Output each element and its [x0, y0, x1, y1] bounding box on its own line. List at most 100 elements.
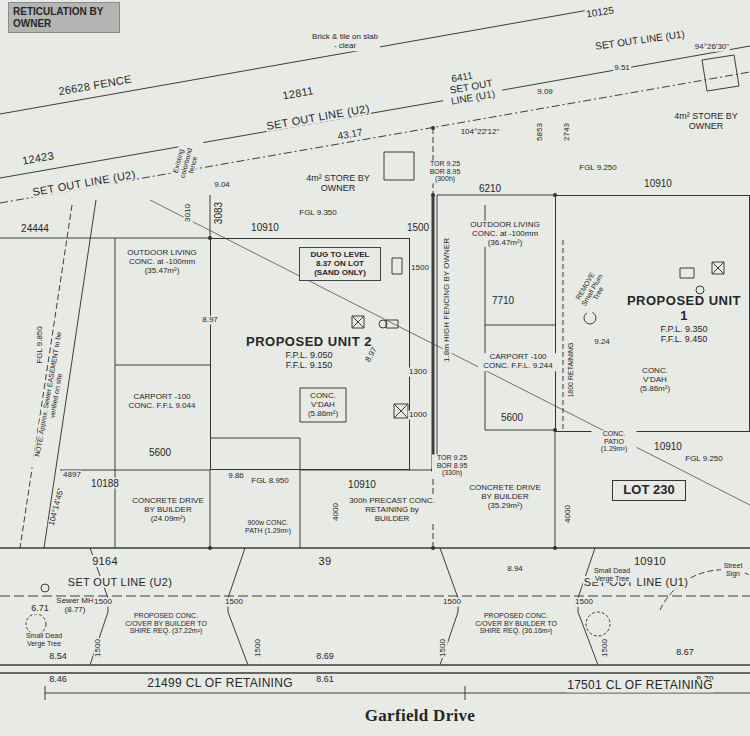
plan-annotation: 3010 — [184, 203, 193, 223]
plan-annotation: FGL 9.850 — [36, 325, 45, 365]
plan-annotation: 10910 — [250, 222, 280, 233]
verge-tree — [586, 612, 610, 636]
plan-annotation: 94°26'30" — [694, 43, 730, 52]
plan-annotation: Sewer MH (8.77) — [55, 597, 95, 615]
plan-annotation: Street Sign — [721, 562, 745, 577]
plan-annotation: SET OUT LINE (U2) — [31, 168, 138, 198]
plan-annotation: 1800 RETAINING — [567, 341, 575, 398]
plan-annotation: FGL 9.250 — [578, 164, 618, 173]
store-outline — [384, 152, 414, 180]
plan-annotation: 1500 — [439, 638, 448, 658]
outline-lines — [0, 195, 555, 548]
level-text: F.F.L. 9.450 — [622, 334, 746, 344]
note-box: RETICULATION BY OWNER — [8, 2, 120, 33]
plan-annotation: 10910 — [633, 555, 667, 567]
plan-annotation: TOR 9.25 BOR 8.95 (330h) — [432, 454, 472, 477]
plan-annotation: 4000 — [332, 502, 341, 522]
plan-annotation: FGL 9.350 — [298, 209, 338, 218]
sewer-manhole — [41, 584, 49, 592]
survey-point — [431, 193, 435, 197]
plan-annotation: 1500 — [224, 598, 244, 607]
plan-annotation: 6.71 — [30, 604, 50, 614]
plan-annotation: 2743 — [563, 122, 572, 142]
rear-boundary — [0, 72, 750, 203]
plan-annotation: 4897 — [62, 471, 82, 480]
plan-annotation: 24444 — [20, 223, 50, 234]
plan-annotation: 1500 — [93, 598, 113, 607]
plan-annotation: FGL 8.950 — [250, 477, 290, 486]
level-note-box: DUG TO LEVEL 8.37 ON LOT (SAND ONLY) — [299, 247, 381, 281]
fixture — [379, 320, 387, 328]
plan-annotation: 1500 — [254, 638, 263, 658]
plan-annotation: TOR 9.25 BOR 8.95 (300h) — [424, 160, 466, 183]
front-boundary — [0, 547, 750, 549]
plan-annotation: 8.61 — [315, 675, 335, 685]
plan-annotation: 8.94 — [506, 565, 524, 574]
plan-annotation: PROPOSED CONC. C/OVER BY BUILDER TO SHIR… — [472, 612, 560, 635]
plan-annotation: CONC. PATIO (1.29m²) — [592, 430, 637, 453]
plan-annotation: 4000 — [564, 504, 573, 524]
plan-annotation: Small Dead Verge Tree — [22, 632, 67, 647]
plan-annotation: 1000 — [408, 411, 428, 420]
plan-annotation: 8.97 — [201, 316, 219, 325]
plan-annotation: 12811 — [281, 84, 316, 102]
plan-annotation: 1500 — [94, 638, 103, 658]
plan-annotation: 5600 — [500, 412, 524, 423]
node-title: LOT 230 — [616, 483, 682, 498]
plan-annotation: 43.17 — [336, 126, 365, 142]
plan-annotation: PROPOSED CONC. C/OVER BY BUILDER TO SHIR… — [122, 612, 210, 635]
plan-annotation: 10910 — [347, 479, 377, 490]
plan-annotation: 17501 CL OF RETAINING — [566, 679, 714, 692]
plan-annotation: SET OUT LINE (U2) — [67, 576, 173, 588]
plan-annotation: 300h PRECAST CONC. RETAINING by BUILDER — [347, 497, 437, 523]
street-name: Garfield Drive — [364, 707, 476, 726]
level-text: F.P.L. 9.350 — [622, 324, 746, 334]
survey-point — [553, 546, 557, 550]
plan-annotation: 900w CONC. PATH (1.29m²) — [239, 519, 297, 534]
kerb-line — [0, 596, 750, 597]
plan-annotation: 1500 — [410, 264, 430, 273]
retaining-line — [563, 240, 564, 430]
plan-annotation: Existing colorbond fence — [168, 136, 203, 190]
plan-annotation: 104°14'45" — [47, 486, 66, 528]
plan-annotation: 9.86 — [227, 472, 245, 481]
plan-annotation: CARPORT -100 CONC. F.F.L. 9.244 — [478, 353, 558, 371]
plan-annotation: 8.69 — [315, 652, 335, 662]
plan-annotation: 21499 CL OF RETAINING — [146, 677, 294, 690]
plan-annotation: CONCRETE DRIVE BY BUILDER (24.09m²) — [128, 497, 208, 523]
store-outline — [702, 55, 739, 91]
survey-points — [208, 126, 557, 550]
diagonal-line — [150, 200, 750, 505]
node-title: PROPOSED UNIT 2 — [229, 335, 389, 350]
fixture — [394, 404, 408, 418]
unit-text-block: PROPOSED UNIT 1F.P.L. 9.350F.F.L. 9.450 — [622, 294, 746, 345]
plan-annotation: 9.09 — [536, 88, 554, 97]
plan-annotation: 12423 — [20, 149, 56, 167]
dividing-fence — [437, 195, 438, 470]
fixture — [386, 258, 402, 328]
verandah-outline — [300, 388, 346, 422]
plan-annotation: 9.51 — [613, 64, 631, 73]
unit-notch — [210, 438, 300, 470]
node-title: RETICULATION BY OWNER — [13, 6, 115, 29]
plan-annotation: 1300 — [408, 368, 428, 377]
plan-annotation: CONCRETE DRIVE BY BUILDER (35.29m²) — [465, 484, 545, 510]
plan-annotation: FGL 9.250 — [684, 455, 724, 464]
survey-point — [431, 546, 435, 550]
plan-annotation: 10188 — [90, 478, 120, 489]
plan-annotation: OUTDOOR LIVING CONC. at -100mm (35.47m²) — [122, 249, 202, 275]
plan-annotation: 6210 — [478, 183, 502, 194]
plan-annotation: 5600 — [148, 447, 172, 458]
level-text: F.F.L. 9.150 — [229, 360, 389, 370]
plan-annotation: 26628 FENCE — [56, 72, 133, 97]
plan-annotation: SET OUT LINE (U1) — [594, 28, 687, 52]
plan-annotation: 4m² STORE BY OWNER — [671, 112, 741, 132]
plan-annotation: 104°22'12" — [460, 128, 501, 137]
unit-outline: PROPOSED UNIT 2F.P.L. 9.050F.F.L. 9.150 D… — [210, 238, 410, 470]
unit-text-block: PROPOSED UNIT 2F.P.L. 9.050F.F.L. 9.150 — [229, 335, 389, 371]
dividing-fence — [432, 195, 435, 470]
plan-annotation: 4m² STORE BY OWNER — [303, 174, 373, 194]
plan-annotation: 8.46 — [48, 675, 68, 685]
plan-annotation: CARPORT -100 CONC. F.F.L 9.044 — [122, 393, 202, 411]
